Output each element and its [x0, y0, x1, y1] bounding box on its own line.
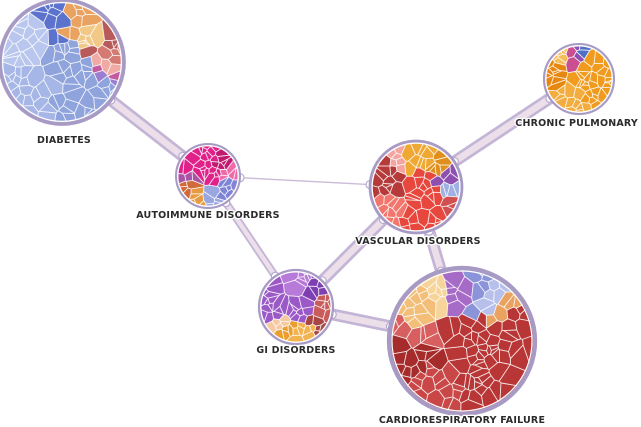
node-cardiorespiratory[interactable] [386, 265, 538, 417]
node-cell [471, 359, 486, 366]
node-cell [565, 71, 582, 88]
node-cell [82, 71, 94, 82]
node-cell [382, 175, 397, 185]
node-diabetes[interactable] [0, 0, 126, 126]
node-cell [575, 101, 584, 112]
node-label-cardiorespiratory: CARDIORESPIRATORY FAILURE [379, 415, 545, 426]
node-cell [298, 295, 316, 309]
node-gi[interactable] [257, 268, 335, 346]
node-cell [196, 200, 207, 206]
edge-gi-vascular [317, 214, 389, 286]
node-cell [473, 380, 483, 391]
node-chronic-pulmonary[interactable] [542, 42, 616, 116]
node-cell [285, 300, 295, 318]
node-cell [7, 71, 17, 82]
node-cell [62, 86, 87, 104]
node-cell [498, 349, 511, 365]
node-autoimmune[interactable] [175, 143, 241, 209]
node-cell [389, 157, 398, 167]
node-cell [443, 345, 468, 362]
node-cell [465, 344, 479, 358]
node-cell [39, 44, 56, 68]
node-label-vascular: VASCULAR DISORDERS [355, 236, 480, 247]
node-cell [477, 371, 492, 384]
node-cell [420, 375, 436, 395]
node-cell [589, 70, 598, 84]
node-cell [13, 54, 26, 68]
node-cell [416, 359, 428, 376]
node-cell [225, 184, 233, 192]
node-cell [403, 347, 420, 368]
node-cell [601, 82, 612, 89]
node-cell [377, 184, 391, 197]
node-cell [275, 322, 284, 331]
node-cell [457, 313, 477, 329]
node-cell [493, 303, 509, 323]
node-cell [391, 270, 418, 299]
node-cell [502, 329, 522, 341]
node-cell [548, 65, 560, 73]
node-cell [413, 302, 430, 316]
node-ring [542, 42, 616, 116]
node-label-gi: GI DISORDERS [256, 345, 335, 356]
node-cell [430, 185, 442, 194]
node-ring [175, 143, 241, 209]
edge-gi-cardiorespiratory [327, 308, 396, 333]
node-label-diabetes: DIABETES [37, 135, 91, 146]
node-cell [435, 315, 455, 346]
node-cell [204, 167, 210, 182]
node-ring [0, 0, 126, 126]
node-cell [408, 143, 426, 156]
node-label-chronic-pulmonary: CHRONIC PULMONARY [515, 118, 638, 129]
node-cell [588, 96, 599, 105]
node-cell [109, 48, 122, 57]
node-ring [386, 265, 538, 417]
node-cell [418, 181, 429, 193]
node-cell [406, 316, 424, 330]
node-cell [79, 55, 94, 69]
node-cell [373, 165, 392, 177]
edge-chronic-pulmonary-vascular [449, 93, 555, 167]
node-cell [483, 288, 495, 303]
node-cell [213, 170, 220, 178]
node-cell [93, 69, 109, 84]
node-cell [460, 270, 484, 284]
node-cell [490, 348, 500, 364]
node-cell [488, 344, 499, 351]
edge-autoimmune-vascular [235, 173, 375, 190]
node-cell [261, 320, 277, 342]
edge-diabetes-autoimmune [106, 95, 188, 162]
node-ring [257, 268, 335, 346]
node-ring [368, 139, 464, 235]
edge-vascular-cardiorespiratory [423, 226, 447, 276]
label-layer: DIABETES AUTOIMMUNE DISORDERS CHRONIC PU… [36, 117, 639, 427]
node-cell [201, 146, 208, 156]
node-vascular[interactable] [368, 139, 464, 235]
node-cell [427, 292, 442, 303]
node-cell [575, 49, 591, 60]
node-label-autoimmune: AUTOIMMUNE DISORDERS [136, 210, 279, 221]
